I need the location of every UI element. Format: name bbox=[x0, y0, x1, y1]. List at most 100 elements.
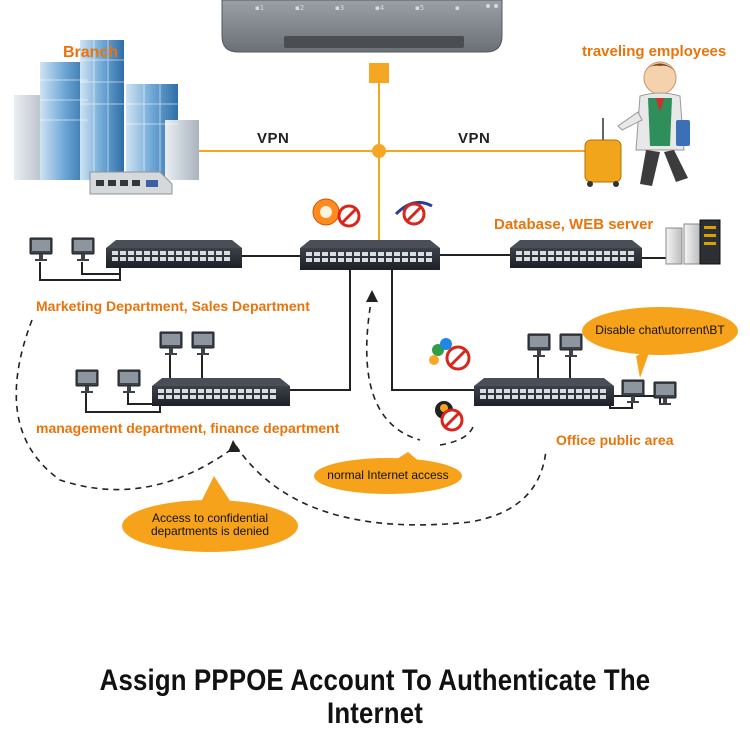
switch-port bbox=[136, 257, 142, 261]
switch-port bbox=[112, 251, 118, 255]
switch-port bbox=[524, 251, 530, 255]
switch-port bbox=[174, 395, 180, 399]
switch-port bbox=[386, 252, 392, 256]
branch-building-icon bbox=[14, 40, 199, 180]
switch-port bbox=[576, 389, 582, 393]
switch-port bbox=[214, 389, 220, 393]
switch-port bbox=[354, 258, 360, 262]
switch-port bbox=[144, 251, 150, 255]
switch-port bbox=[592, 389, 598, 393]
monitor-icon bbox=[29, 237, 53, 261]
switch-port bbox=[620, 251, 626, 255]
footer-title: Assign PPPOE Account To Authenticate The… bbox=[99, 664, 651, 730]
switch-port bbox=[536, 395, 542, 399]
switch-port bbox=[394, 252, 400, 256]
denied-bubble-line-1: Access to confidential bbox=[151, 511, 269, 525]
switch-port bbox=[536, 389, 542, 393]
switch-port bbox=[520, 389, 526, 393]
switch-port bbox=[346, 252, 352, 256]
branch-label: Branch bbox=[63, 44, 119, 61]
network-diagram: ▪1▪2▪3 ▪4▪5▪ bbox=[14, 0, 738, 552]
switch-port bbox=[426, 258, 432, 262]
normal-access-bubble-shape bbox=[314, 452, 462, 494]
blocked-browser-icon bbox=[312, 198, 361, 228]
switch-port bbox=[330, 258, 336, 262]
switch-port bbox=[166, 389, 172, 393]
switch-port bbox=[604, 257, 610, 261]
switch-port bbox=[362, 258, 368, 262]
switch-ports bbox=[112, 251, 634, 399]
management-finance-label: management department, finance departmen… bbox=[36, 420, 340, 436]
monitor-icon bbox=[117, 369, 141, 393]
switch-port bbox=[160, 251, 166, 255]
switch-port bbox=[222, 389, 228, 393]
traffic-flow-arrows bbox=[15, 295, 547, 526]
monitor-icon bbox=[159, 331, 183, 355]
traveling-person-icon bbox=[584, 61, 690, 187]
switch-port bbox=[402, 258, 408, 262]
switch-port bbox=[362, 252, 368, 256]
switch-port bbox=[230, 395, 236, 399]
switch-port bbox=[402, 252, 408, 256]
svg-text:▪: ▪ bbox=[455, 4, 460, 12]
management-switch-icon bbox=[152, 378, 290, 406]
switch-port bbox=[120, 257, 126, 261]
switch-port bbox=[488, 389, 494, 393]
switch-port bbox=[564, 257, 570, 261]
switch-port bbox=[246, 389, 252, 393]
switch-port bbox=[516, 251, 522, 255]
switch-port bbox=[370, 258, 376, 262]
switch-port bbox=[120, 251, 126, 255]
switch-port bbox=[584, 395, 590, 399]
switch-port bbox=[580, 251, 586, 255]
switch-port bbox=[182, 395, 188, 399]
switch-port bbox=[544, 395, 550, 399]
switch-port bbox=[246, 395, 252, 399]
switch-port bbox=[158, 395, 164, 399]
switch-port bbox=[338, 252, 344, 256]
svg-text:▪4: ▪4 bbox=[375, 4, 385, 12]
switch-port bbox=[322, 258, 328, 262]
vpn-right-label: VPN bbox=[458, 130, 491, 147]
switch-port bbox=[166, 395, 172, 399]
switch-port bbox=[588, 251, 594, 255]
switch-port bbox=[270, 395, 276, 399]
switch-port bbox=[152, 251, 158, 255]
switch-port bbox=[168, 251, 174, 255]
switch-port bbox=[378, 258, 384, 262]
switch-port bbox=[552, 389, 558, 393]
switch-port bbox=[612, 257, 618, 261]
switch-port bbox=[512, 395, 518, 399]
marketing-sales-label: Marketing Department, Sales Department bbox=[36, 298, 310, 314]
switch-port bbox=[378, 252, 384, 256]
switch-port bbox=[370, 252, 376, 256]
switch-port bbox=[480, 395, 486, 399]
switch-port bbox=[564, 251, 570, 255]
switch-port bbox=[354, 252, 360, 256]
denied-bubble-text: Access to confidential departments is de… bbox=[132, 512, 288, 537]
monitor-icon bbox=[71, 237, 95, 261]
switch-port bbox=[238, 395, 244, 399]
blocked-network-icon bbox=[394, 200, 433, 226]
switch-port bbox=[262, 395, 268, 399]
switch-port bbox=[560, 395, 566, 399]
switch-port bbox=[238, 389, 244, 393]
switch-port bbox=[568, 395, 574, 399]
vpn-hub-dot bbox=[372, 144, 386, 158]
switch-port bbox=[540, 257, 546, 261]
switch-port bbox=[528, 389, 534, 393]
switch-port bbox=[174, 389, 180, 393]
monitor-icon bbox=[75, 369, 99, 393]
switch-port bbox=[556, 251, 562, 255]
switch-port bbox=[572, 257, 578, 261]
switch-port bbox=[612, 251, 618, 255]
switch-port bbox=[596, 257, 602, 261]
switch-port bbox=[184, 257, 190, 261]
switch-port bbox=[600, 395, 606, 399]
wan-port-marker bbox=[369, 63, 389, 83]
blocked-chat-icon bbox=[429, 338, 471, 371]
switch-port bbox=[410, 252, 416, 256]
switch-port bbox=[200, 257, 206, 261]
switch-port bbox=[394, 258, 400, 262]
switch-port bbox=[548, 257, 554, 261]
